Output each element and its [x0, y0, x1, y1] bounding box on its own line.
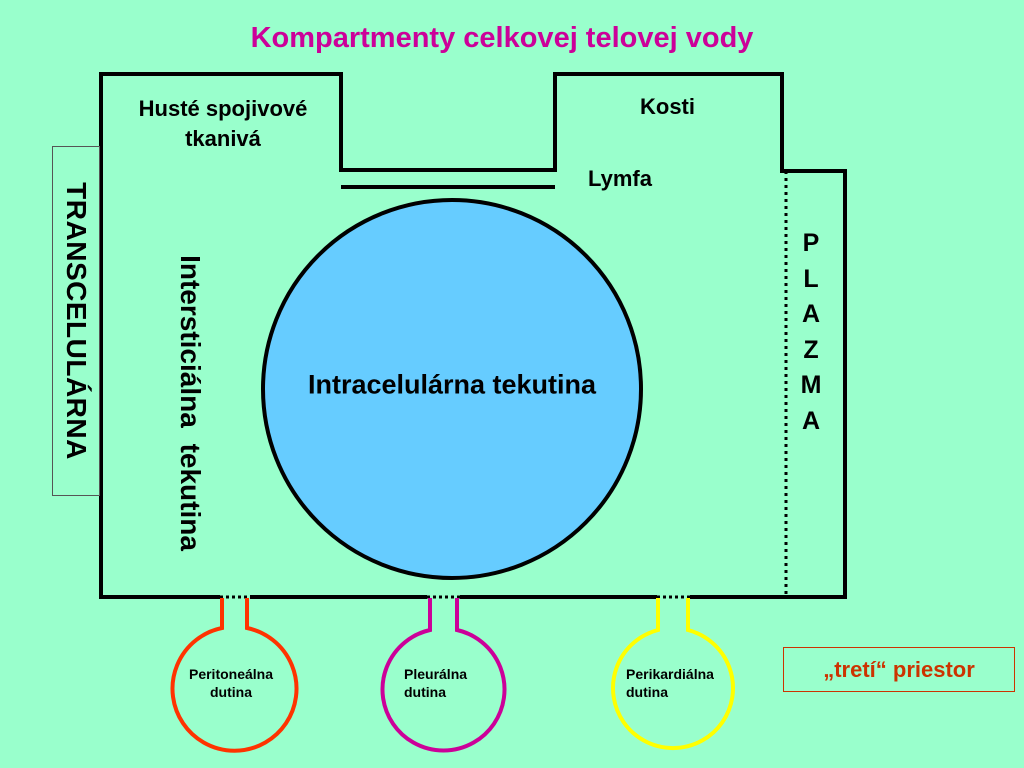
pericardial-cavity-label: Perikardiálna dutina [626, 665, 714, 701]
plasma-letter: P [802, 229, 820, 257]
intracellular-label: Intracelulárna tekutina [307, 369, 597, 400]
cavity-line2: dutina [210, 684, 252, 700]
cavity-line2: dutina [626, 684, 668, 700]
interstitial-label: Intersticiálna tekutina [175, 255, 206, 551]
third-space-box: „tretí“ priestor [783, 647, 1015, 692]
pleural-cavity-label: Pleurálna dutina [404, 665, 467, 701]
peritoneal-cavity-shape [170, 598, 299, 753]
plasma-letter: A [801, 300, 821, 328]
cavity-line1: Perikardiálna [626, 666, 714, 682]
plasma-letter: L [803, 264, 819, 293]
dense-tissue-line2: tkanivá [185, 126, 261, 151]
dense-tissue-line1: Husté spojivové [138, 96, 308, 121]
bones-label: Kosti [640, 94, 695, 119]
pericardial-cavity-shape [611, 598, 735, 751]
plasma-letter: M [800, 371, 822, 399]
dense-tissue-label: Husté spojivové tkanivá [108, 94, 338, 154]
transcellular-box [52, 146, 100, 496]
plasma-letter: A [801, 406, 821, 435]
lymph-label: Lymfa [588, 166, 652, 191]
compartment-outline [99, 72, 847, 599]
cavity-line2: dutina [404, 684, 446, 700]
cavity-line1: Peritoneálna [188, 666, 274, 682]
intracellular-circle [261, 198, 643, 580]
diagram-title: Kompartmenty celkovej telovej vody [250, 22, 754, 54]
peritoneal-cavity-label: Peritoneálna dutina [175, 665, 287, 701]
plasma-label: P L A Z M A [795, 226, 827, 439]
plasma-letter: Z [803, 335, 819, 364]
cavity-line1: Pleurálna [404, 666, 468, 682]
transcellular-label: TRANSCELULÁRNA [61, 182, 92, 460]
pleural-cavity-shape [380, 598, 507, 753]
